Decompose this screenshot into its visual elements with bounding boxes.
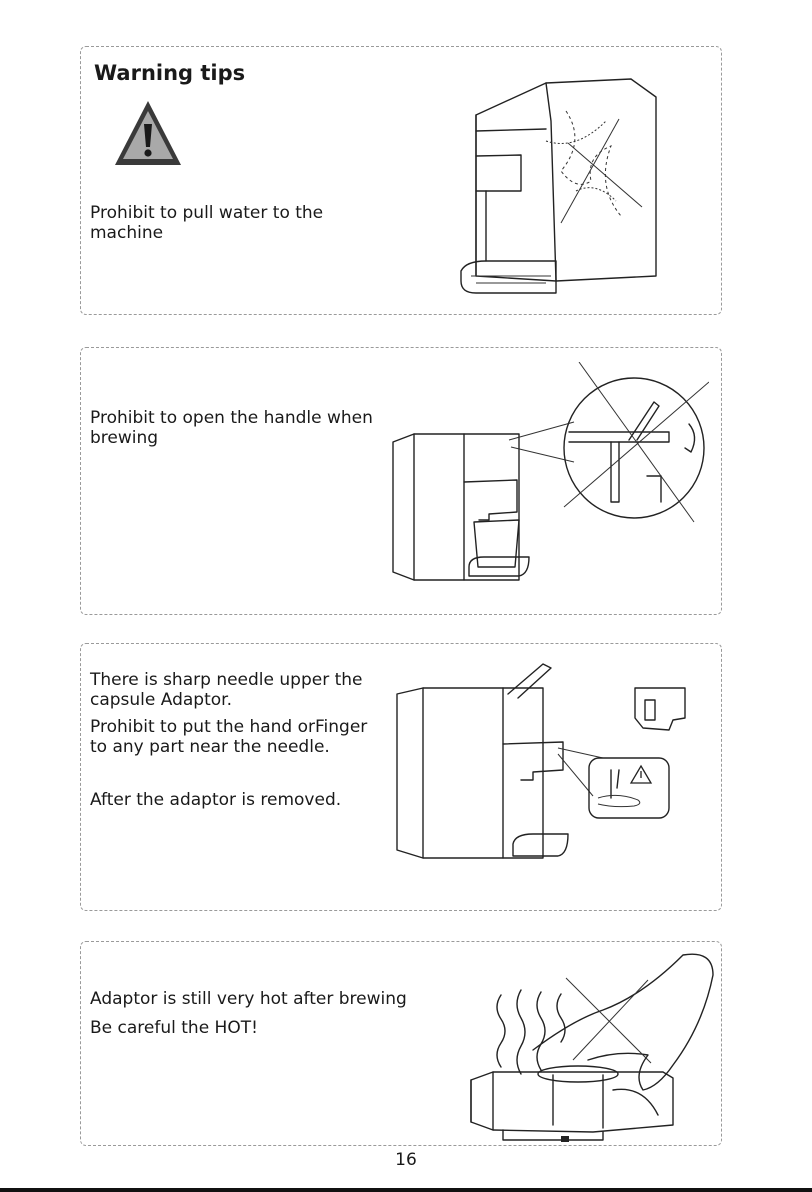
- warning-text: Prohibit to put the hand orFinger to any…: [90, 717, 368, 757]
- warning-text: Be careful the HOT!: [90, 1018, 258, 1038]
- warning-triangle-icon: [113, 98, 183, 168]
- warning-text: Prohibit to pull water to the machine: [90, 203, 324, 243]
- warning-text: After the adaptor is removed.: [90, 790, 342, 810]
- warning-panel-hot: Adaptor is still very hot after brewing …: [80, 941, 722, 1146]
- machine-handle-illustration: [389, 362, 709, 584]
- machine-water-illustration: [456, 71, 668, 295]
- hot-adaptor-illustration: [463, 950, 719, 1146]
- page-bottom-rule: [0, 1188, 812, 1192]
- warning-panel-needle: There is sharp needle upper the capsule …: [80, 643, 722, 911]
- warning-text: There is sharp needle upper the capsule …: [90, 670, 363, 710]
- page-number: 16: [395, 1150, 417, 1170]
- warning-text: Adaptor is still very hot after brewing: [90, 989, 407, 1009]
- warning-text: Prohibit to open the handle when brewing: [90, 408, 373, 448]
- section-title: Warning tips: [94, 61, 246, 85]
- machine-needle-illustration: [393, 658, 715, 868]
- warning-panel-water: Warning tips Prohibit to pull water to t…: [80, 46, 722, 315]
- warning-panel-handle: Prohibit to open the handle when brewing: [80, 347, 722, 615]
- cross-mark-icon: [565, 977, 652, 1064]
